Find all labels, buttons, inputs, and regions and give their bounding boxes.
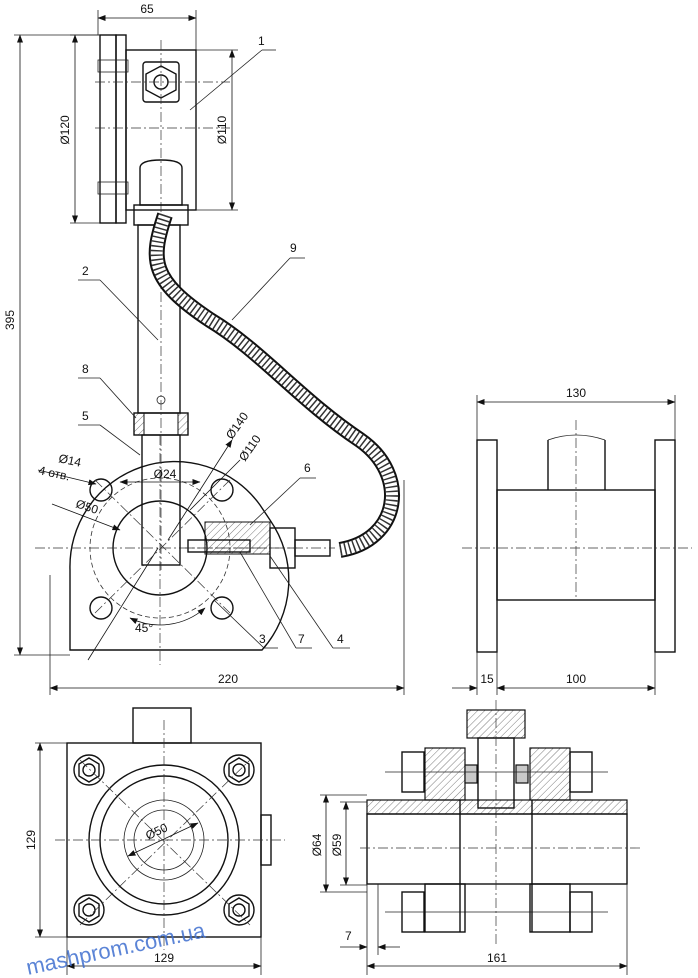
callout-5: 5 [82, 409, 89, 423]
dim-d110-bolt: Ø110 [236, 432, 264, 464]
dim-d140: Ø140 [223, 409, 251, 441]
armored-hose [148, 212, 400, 558]
callout-9: 9 [290, 241, 297, 255]
bolt-nut [223, 754, 255, 786]
bolt-nut [73, 754, 105, 786]
dim-395: 395 [3, 310, 17, 330]
dim-129-vertical: 129 [24, 830, 38, 850]
dim-100: 100 [566, 672, 586, 686]
dim-d120: Ø120 [58, 115, 72, 145]
bolt-hole [89, 596, 113, 620]
dim-d50-end: Ø50 [143, 820, 170, 842]
callout-8: 8 [82, 362, 89, 376]
bolt-hole [210, 478, 234, 502]
end-view: 129 129 Ø50 [24, 707, 285, 975]
callout-1: 1 [258, 34, 265, 48]
dim-d24: Ø24 [154, 467, 177, 481]
dim-45deg: 45° [135, 621, 153, 635]
dim-220: 220 [218, 672, 238, 686]
side-sensor-housing [204, 521, 271, 555]
bolt-hole [210, 596, 234, 620]
housing-flange-plate [99, 34, 117, 224]
dim-d110-housing: Ø110 [215, 115, 229, 144]
bolt-hole [89, 478, 113, 502]
top-boss [547, 440, 606, 490]
dim-d50-main: Ø50 [74, 497, 100, 517]
callout-6: 6 [304, 461, 311, 475]
callout-4: 4 [337, 632, 344, 646]
side-view: 130 15 100 [452, 386, 692, 695]
main-view: 65 395 Ø120 Ø110 Ø140 Ø110 Ø24 Ø14 4 отв… [3, 2, 405, 695]
neck-fitting [139, 159, 183, 206]
body-pipe [496, 489, 656, 601]
section-body [366, 813, 628, 885]
end-view-boss [132, 707, 192, 744]
flange-body [69, 460, 290, 651]
dim-7: 7 [345, 929, 352, 943]
bolt-nut [73, 894, 105, 926]
callout-7: 7 [298, 632, 305, 646]
dim-15: 15 [480, 672, 494, 686]
dim-holes: 4 отв. [37, 463, 71, 483]
dim-129-horizontal: 129 [154, 951, 174, 965]
latch-bottom [97, 181, 129, 195]
dim-d14: Ø14 [57, 451, 82, 469]
callout-2: 2 [82, 264, 89, 278]
left-flange [476, 439, 498, 653]
dim-161: 161 [487, 951, 507, 965]
latch-top [97, 59, 129, 73]
dim-d64: Ø64 [310, 833, 324, 856]
side-probe [187, 539, 251, 553]
bolt-nut [223, 894, 255, 926]
right-flange [654, 439, 676, 653]
dim-130: 130 [566, 386, 586, 400]
callout-3: 3 [259, 632, 266, 646]
watermark: mashprom.com.ua [24, 917, 208, 978]
dim-d59: Ø59 [330, 833, 344, 856]
housing-flange-ring [115, 34, 127, 224]
section-view: Ø64 Ø59 7 161 [310, 700, 640, 975]
dim-65: 65 [140, 2, 154, 16]
